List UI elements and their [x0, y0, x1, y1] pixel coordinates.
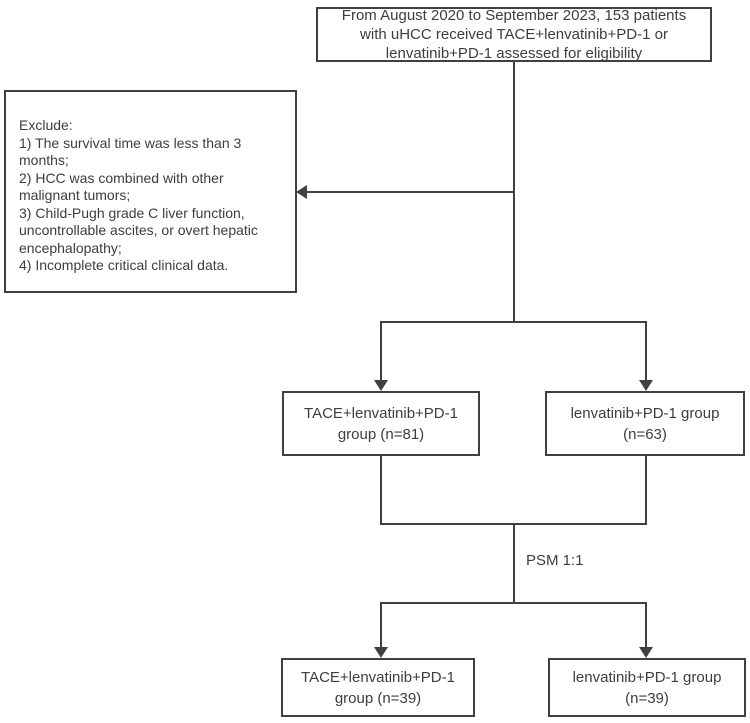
arrow-down-icon [639, 647, 653, 658]
tace-lenvatinib-pd1-group-box: TACE+lenvatinib+PD-1 group (n=81) [282, 391, 480, 456]
connector-top-vertical [513, 62, 515, 323]
eligibility-box: From August 2020 to September 2023, 153 … [316, 7, 712, 62]
arrow-down-icon [374, 380, 388, 391]
lenvatinib-pd1-group-text: lenvatinib+PD-1 group (n=63) [570, 404, 720, 443]
tace-lenvatinib-pd1-matched-box: TACE+lenvatinib+PD-1 group (n=39) [281, 658, 475, 717]
connector-midleft-vertical [380, 321, 382, 381]
lenvatinib-pd1-matched-text: lenvatinib+PD-1 group (n=39) [572, 668, 722, 707]
arrow-down-icon [639, 380, 653, 391]
connector-merge-left-vertical [380, 456, 382, 525]
arrow-left-icon [296, 185, 307, 199]
tace-lenvatinib-pd1-matched-text: TACE+lenvatinib+PD-1 group (n=39) [301, 668, 455, 707]
arrow-down-icon [374, 647, 388, 658]
connector-midright-vertical [645, 321, 647, 381]
lenvatinib-pd1-group-box: lenvatinib+PD-1 group (n=63) [545, 391, 745, 456]
connector-split-horizontal [380, 321, 647, 323]
connector-exclude-horizontal [305, 191, 514, 193]
connector-psm-vertical [513, 523, 515, 604]
lenvatinib-pd1-matched-box: lenvatinib+PD-1 group (n=39) [548, 658, 746, 717]
connector-bottomleft-vertical [380, 602, 382, 649]
exclusion-box: Exclude: 1) The survival time was less t… [4, 90, 297, 293]
psm-label: PSM 1:1 [526, 552, 584, 569]
eligibility-text: From August 2020 to September 2023, 153 … [341, 7, 687, 62]
connector-bottomright-vertical [645, 602, 647, 649]
connector-merge-right-vertical [645, 456, 647, 525]
tace-lenvatinib-pd1-group-text: TACE+lenvatinib+PD-1 group (n=81) [304, 404, 458, 443]
exclusion-text: Exclude: 1) The survival time was less t… [19, 117, 258, 273]
connector-bottom-split-horizontal [380, 602, 647, 604]
